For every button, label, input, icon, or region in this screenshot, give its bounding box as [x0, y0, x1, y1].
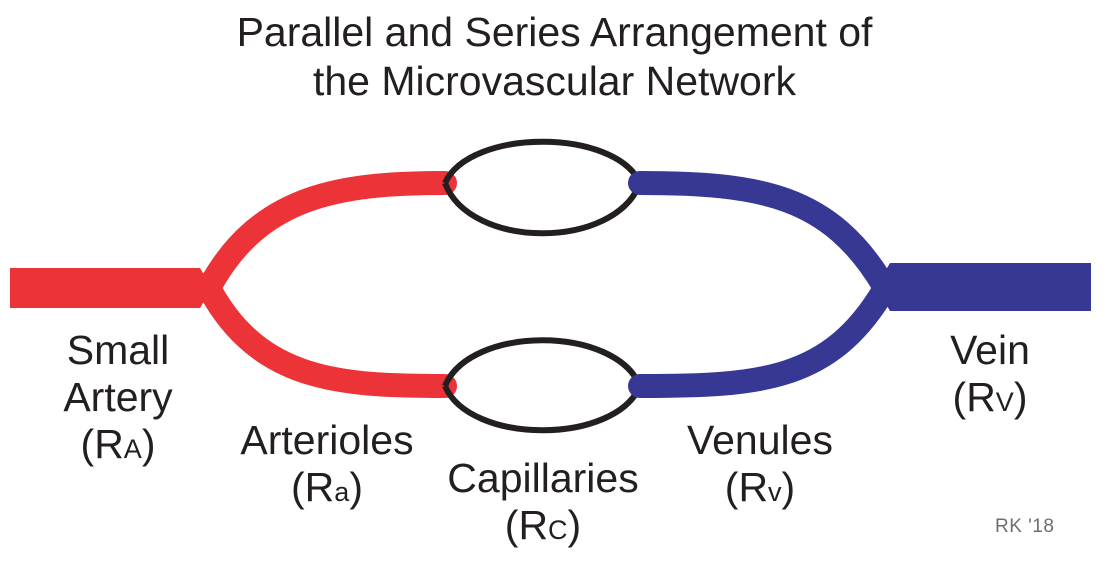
resistance-subscript: V: [995, 387, 1014, 417]
venules-label: Venules (Rv): [660, 417, 860, 516]
arterioles-label: Arterioles (Ra): [222, 417, 432, 516]
venule-lower-vessel: [628, 278, 896, 398]
arteriole-lower-vessel: [198, 278, 457, 398]
venules-resistance: (Rv): [724, 464, 796, 510]
vein-label: Vein (RV): [925, 327, 1055, 426]
small-artery-resistance: (RA): [80, 421, 156, 467]
capillary-upper-top: [442, 138, 643, 185]
resistance-symbol: R: [304, 464, 335, 510]
small-artery-label: Small Artery (RA): [28, 327, 208, 473]
arterioles-label-line1: Arterioles: [240, 417, 414, 463]
title-line-1: Parallel and Series Arrangement of: [236, 9, 873, 55]
capillary-lower-top: [442, 337, 643, 388]
vein-vessel: [876, 263, 1091, 311]
resistance-symbol: R: [518, 502, 549, 548]
capillaries-resistance: (RC): [504, 502, 582, 548]
arterioles-resistance: (Ra): [291, 464, 363, 510]
small-artery-vessel: [10, 268, 212, 308]
resistance-symbol: R: [94, 421, 124, 467]
resistance-symbol: R: [966, 374, 996, 420]
capillaries-label: Capillaries (RC): [428, 455, 658, 554]
venule-upper-vessel: [628, 171, 896, 298]
vein-label-line1: Vein: [950, 327, 1030, 373]
resistance-subscript: v: [768, 477, 782, 507]
small-artery-label-line1: Small: [66, 327, 170, 373]
capillary-lower-bottom: [442, 384, 643, 434]
diagram-title: Parallel and Series Arrangement of the M…: [0, 8, 1109, 106]
author-credit: RK '18: [995, 516, 1055, 537]
resistance-symbol: R: [738, 464, 769, 510]
small-artery-label-line2: Artery: [63, 374, 173, 420]
resistance-subscript: a: [334, 477, 350, 507]
resistance-subscript: A: [123, 434, 142, 464]
title-line-2: the Microvascular Network: [312, 58, 797, 104]
arteriole-upper-vessel: [198, 171, 457, 298]
capillary-upper-bottom: [442, 181, 643, 237]
resistance-subscript: C: [548, 515, 568, 545]
venules-label-line1: Venules: [687, 417, 833, 463]
capillaries-label-line1: Capillaries: [447, 455, 639, 501]
vein-resistance: (RV): [952, 374, 1028, 420]
